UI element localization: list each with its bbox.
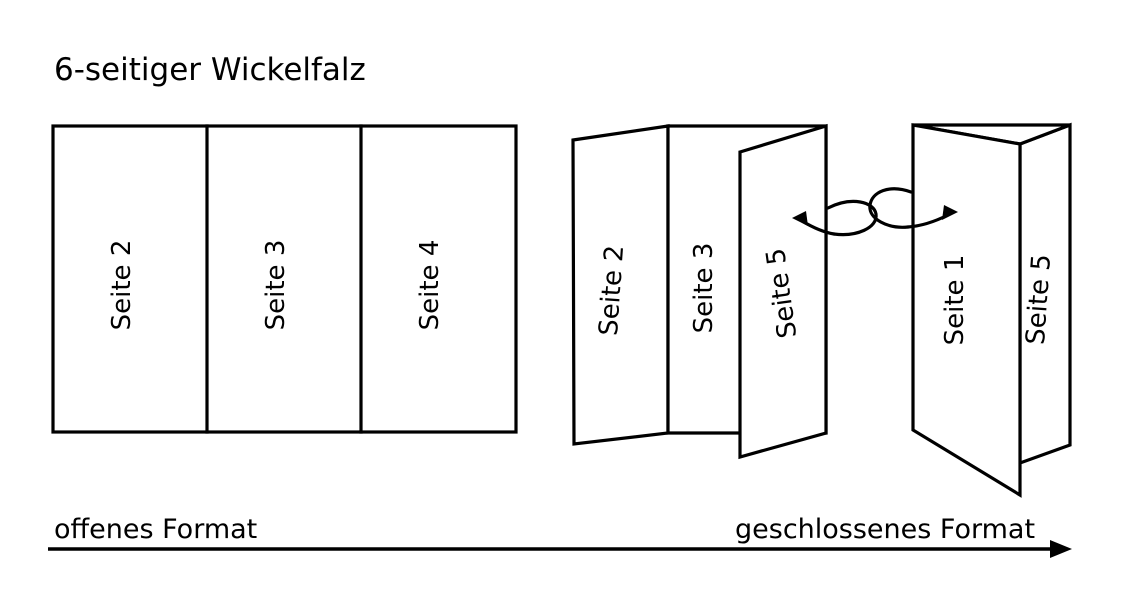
closed-panel-label-1: Seite 1 — [940, 255, 970, 346]
open-format-outline — [51, 124, 518, 434]
page-title: 6-seitiger Wickelfalz — [54, 52, 366, 88]
caption-closed-format: geschlossenes Format — [735, 514, 1035, 545]
rotate-left-arrowhead — [792, 211, 808, 226]
arrow-right-icon — [1050, 540, 1072, 558]
open-panel-label-3: Seite 4 — [415, 240, 445, 331]
folded-step-group: Seite 2 Seite 3 Seite 5 — [571, 123, 878, 460]
format-axis-group: offenes Format geschlossenes Format — [48, 514, 1072, 558]
folded-panel-label-2: Seite 3 — [689, 243, 719, 334]
closed-format-group: Seite 1 Seite 5 — [868, 122, 1072, 498]
closed-panel-label-2: Seite 5 — [1021, 253, 1057, 346]
open-panel-label-2: Seite 3 — [261, 240, 291, 331]
rotate-right-icon — [868, 187, 958, 229]
folded-panel-label-1: Seite 2 — [594, 244, 630, 337]
folded-panel-seite5 — [738, 123, 828, 460]
open-panel-label-1: Seite 2 — [107, 240, 137, 331]
rotate-left-icon — [792, 199, 878, 237]
caption-open-format: offenes Format — [54, 514, 257, 545]
rotate-right-arrowhead — [942, 205, 958, 220]
open-format-group: Seite 2 Seite 3 Seite 4 — [51, 124, 518, 434]
